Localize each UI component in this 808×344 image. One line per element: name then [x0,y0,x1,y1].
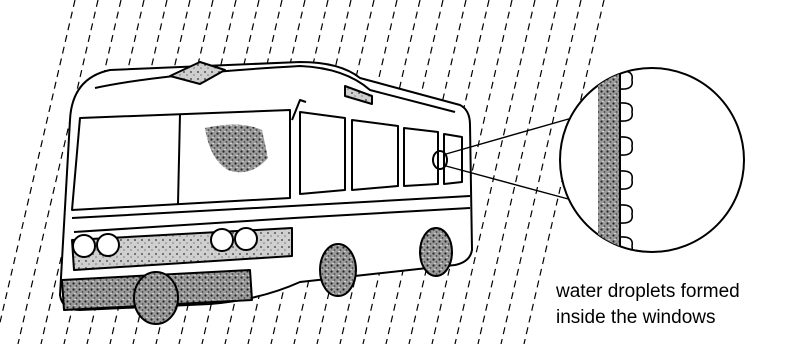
caption-line-1: water droplets formed [556,281,740,303]
magnified-view [560,60,744,270]
front-wheel [134,272,178,324]
headlight-right-2 [235,228,257,250]
bus-illustration [60,62,472,324]
rear-wheel-2 [420,228,452,276]
side-window-1 [300,112,345,194]
window-glass-section [598,60,620,270]
headlight-left-1 [73,235,95,257]
headlight-left-2 [97,234,119,256]
headlight-right-1 [211,229,233,251]
side-window-2 [352,120,398,190]
rain-streak [478,0,558,344]
rear-wheel-1 [320,244,356,296]
caption-line-2: inside the windows [556,307,715,329]
